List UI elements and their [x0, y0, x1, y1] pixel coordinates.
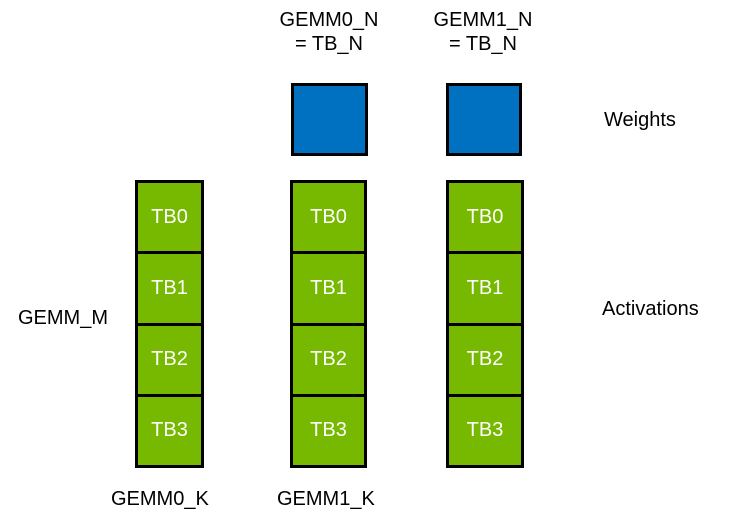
gemm0-k-footer: GEMM0_K: [111, 488, 209, 510]
gemm1-n-header-line1: GEMM1_N: [433, 9, 533, 31]
tb-cell: TB0: [449, 183, 521, 252]
tb-cell: TB0: [293, 183, 364, 252]
activations-label: Activations: [602, 298, 699, 320]
activation-column-0: TB0 TB1 TB2 TB3: [135, 180, 204, 468]
tb-cell: TB3: [138, 396, 201, 465]
tb-cell: TB3: [293, 396, 364, 465]
tb-cell: TB1: [293, 254, 364, 323]
activation-column-2: TB0 TB1 TB2 TB3: [446, 180, 524, 468]
tb-cell: TB2: [293, 325, 364, 394]
gemm1-n-header-line2: = TB_N: [449, 33, 517, 55]
weights-label: Weights: [604, 109, 676, 131]
gemm0-n-header-line1: GEMM0_N: [279, 9, 379, 31]
weight-block-0: [291, 83, 368, 156]
tb-cell: TB2: [449, 325, 521, 394]
gemm1-k-footer: GEMM1_K: [277, 488, 375, 510]
gemm0-n-header: GEMM0_N = TB_N: [259, 8, 399, 56]
activation-column-1: TB0 TB1 TB2 TB3: [290, 180, 367, 468]
tb-cell: TB1: [449, 254, 521, 323]
gemm0-n-header-line2: = TB_N: [295, 33, 363, 55]
tb-cell: TB1: [138, 254, 201, 323]
gemm-m-label: GEMM_M: [18, 307, 108, 329]
weight-block-1: [446, 83, 522, 156]
tb-cell: TB3: [449, 396, 521, 465]
gemm1-n-header: GEMM1_N = TB_N: [413, 8, 553, 56]
tb-cell: TB2: [138, 325, 201, 394]
tb-cell: TB0: [138, 183, 201, 252]
